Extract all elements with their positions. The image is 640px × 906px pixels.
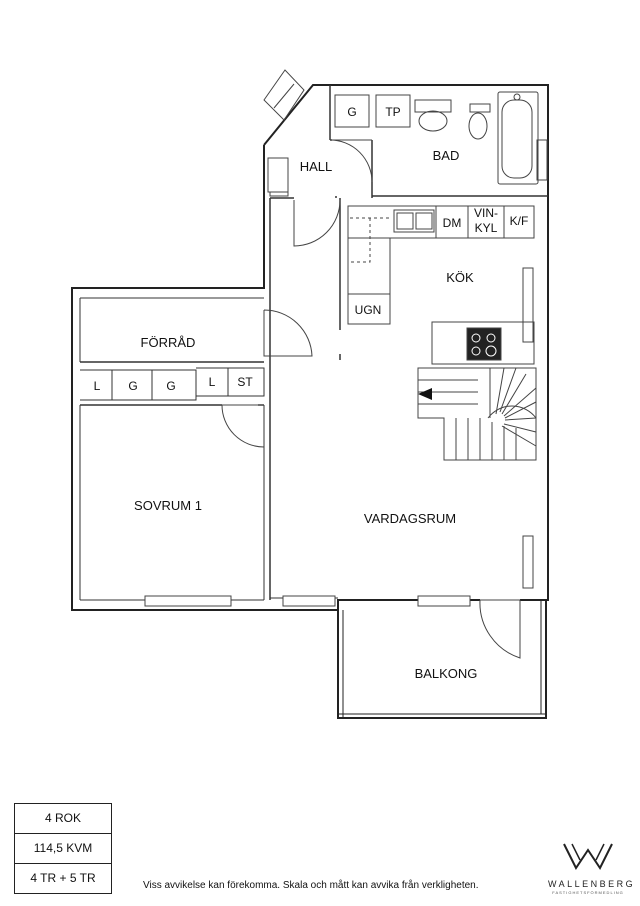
vardagsrum-window bbox=[522, 535, 534, 589]
fixture-label-l2: L bbox=[209, 375, 216, 389]
sink bbox=[418, 110, 448, 132]
balcony-outline bbox=[337, 600, 547, 719]
sovrum-window bbox=[144, 595, 232, 607]
bad-door bbox=[329, 139, 373, 183]
fixture-label-vinkyl-2: KYL bbox=[475, 221, 498, 235]
forrad-door bbox=[263, 309, 313, 357]
disclaimer: Viss avvikelse kan förekomma. Skala och … bbox=[143, 880, 479, 891]
logo-tagline: FASTIGHETSFÖRMEDLING bbox=[552, 890, 624, 895]
kitchen-counter bbox=[347, 205, 535, 239]
fixture-label-l1: L bbox=[94, 379, 101, 393]
sink-double bbox=[393, 209, 435, 233]
fixture-label-tp: TP bbox=[385, 105, 400, 119]
fixture-label-dm: DM bbox=[443, 216, 462, 230]
kok-window bbox=[522, 267, 534, 343]
entrance-door bbox=[263, 69, 305, 121]
info-rooms: 4 ROK bbox=[15, 804, 111, 834]
bathtub bbox=[497, 91, 539, 185]
stove bbox=[466, 327, 502, 361]
fixture-label-st: ST bbox=[237, 375, 253, 389]
balcony-door bbox=[479, 599, 521, 659]
bad-window bbox=[536, 139, 548, 181]
stair-arrow bbox=[418, 388, 432, 400]
room-label-hall: HALL bbox=[300, 159, 333, 174]
fixture-label-ugn: UGN bbox=[355, 303, 382, 317]
tp-box bbox=[375, 94, 411, 128]
fixture-label-g: G bbox=[347, 105, 356, 119]
fixture-label-g2: G bbox=[166, 379, 175, 393]
room-label-sovrum: SOVRUM 1 bbox=[134, 498, 202, 513]
room-label-kok: KÖK bbox=[446, 270, 474, 285]
wallenberg-logo: WALLENBERG FASTIGHETSFÖRMEDLING bbox=[548, 842, 636, 895]
info-area: 114,5 KVM bbox=[15, 834, 111, 864]
vardagsrum-window-3 bbox=[417, 595, 471, 607]
logo-name: WALLENBERG bbox=[548, 879, 636, 889]
staircase bbox=[417, 367, 537, 461]
info-box: 4 ROK 114,5 KVM 4 TR + 5 TR bbox=[14, 803, 112, 894]
hall-door bbox=[293, 199, 341, 247]
g-hall-box bbox=[334, 94, 370, 128]
stove-counter bbox=[431, 321, 535, 365]
room-label-bad: BAD bbox=[433, 148, 460, 163]
ugn-box bbox=[347, 293, 391, 325]
vardagsrum-window-2 bbox=[282, 595, 336, 607]
fixture-label-g1: G bbox=[128, 379, 137, 393]
info-floors: 4 TR + 5 TR bbox=[30, 871, 96, 885]
sovrum-door bbox=[221, 404, 265, 448]
fixture-label-kf: K/F bbox=[510, 214, 529, 228]
hall-closet bbox=[267, 157, 289, 193]
toilet bbox=[468, 112, 488, 140]
room-label-vardagsrum: VARDAGSRUM bbox=[364, 511, 456, 526]
fixture-label-vinkyl-1: VIN- bbox=[474, 206, 498, 220]
logo-mark-icon bbox=[563, 843, 613, 870]
room-label-balkong: BALKONG bbox=[415, 666, 478, 681]
room-label-forrad: FÖRRÅD bbox=[141, 335, 196, 350]
